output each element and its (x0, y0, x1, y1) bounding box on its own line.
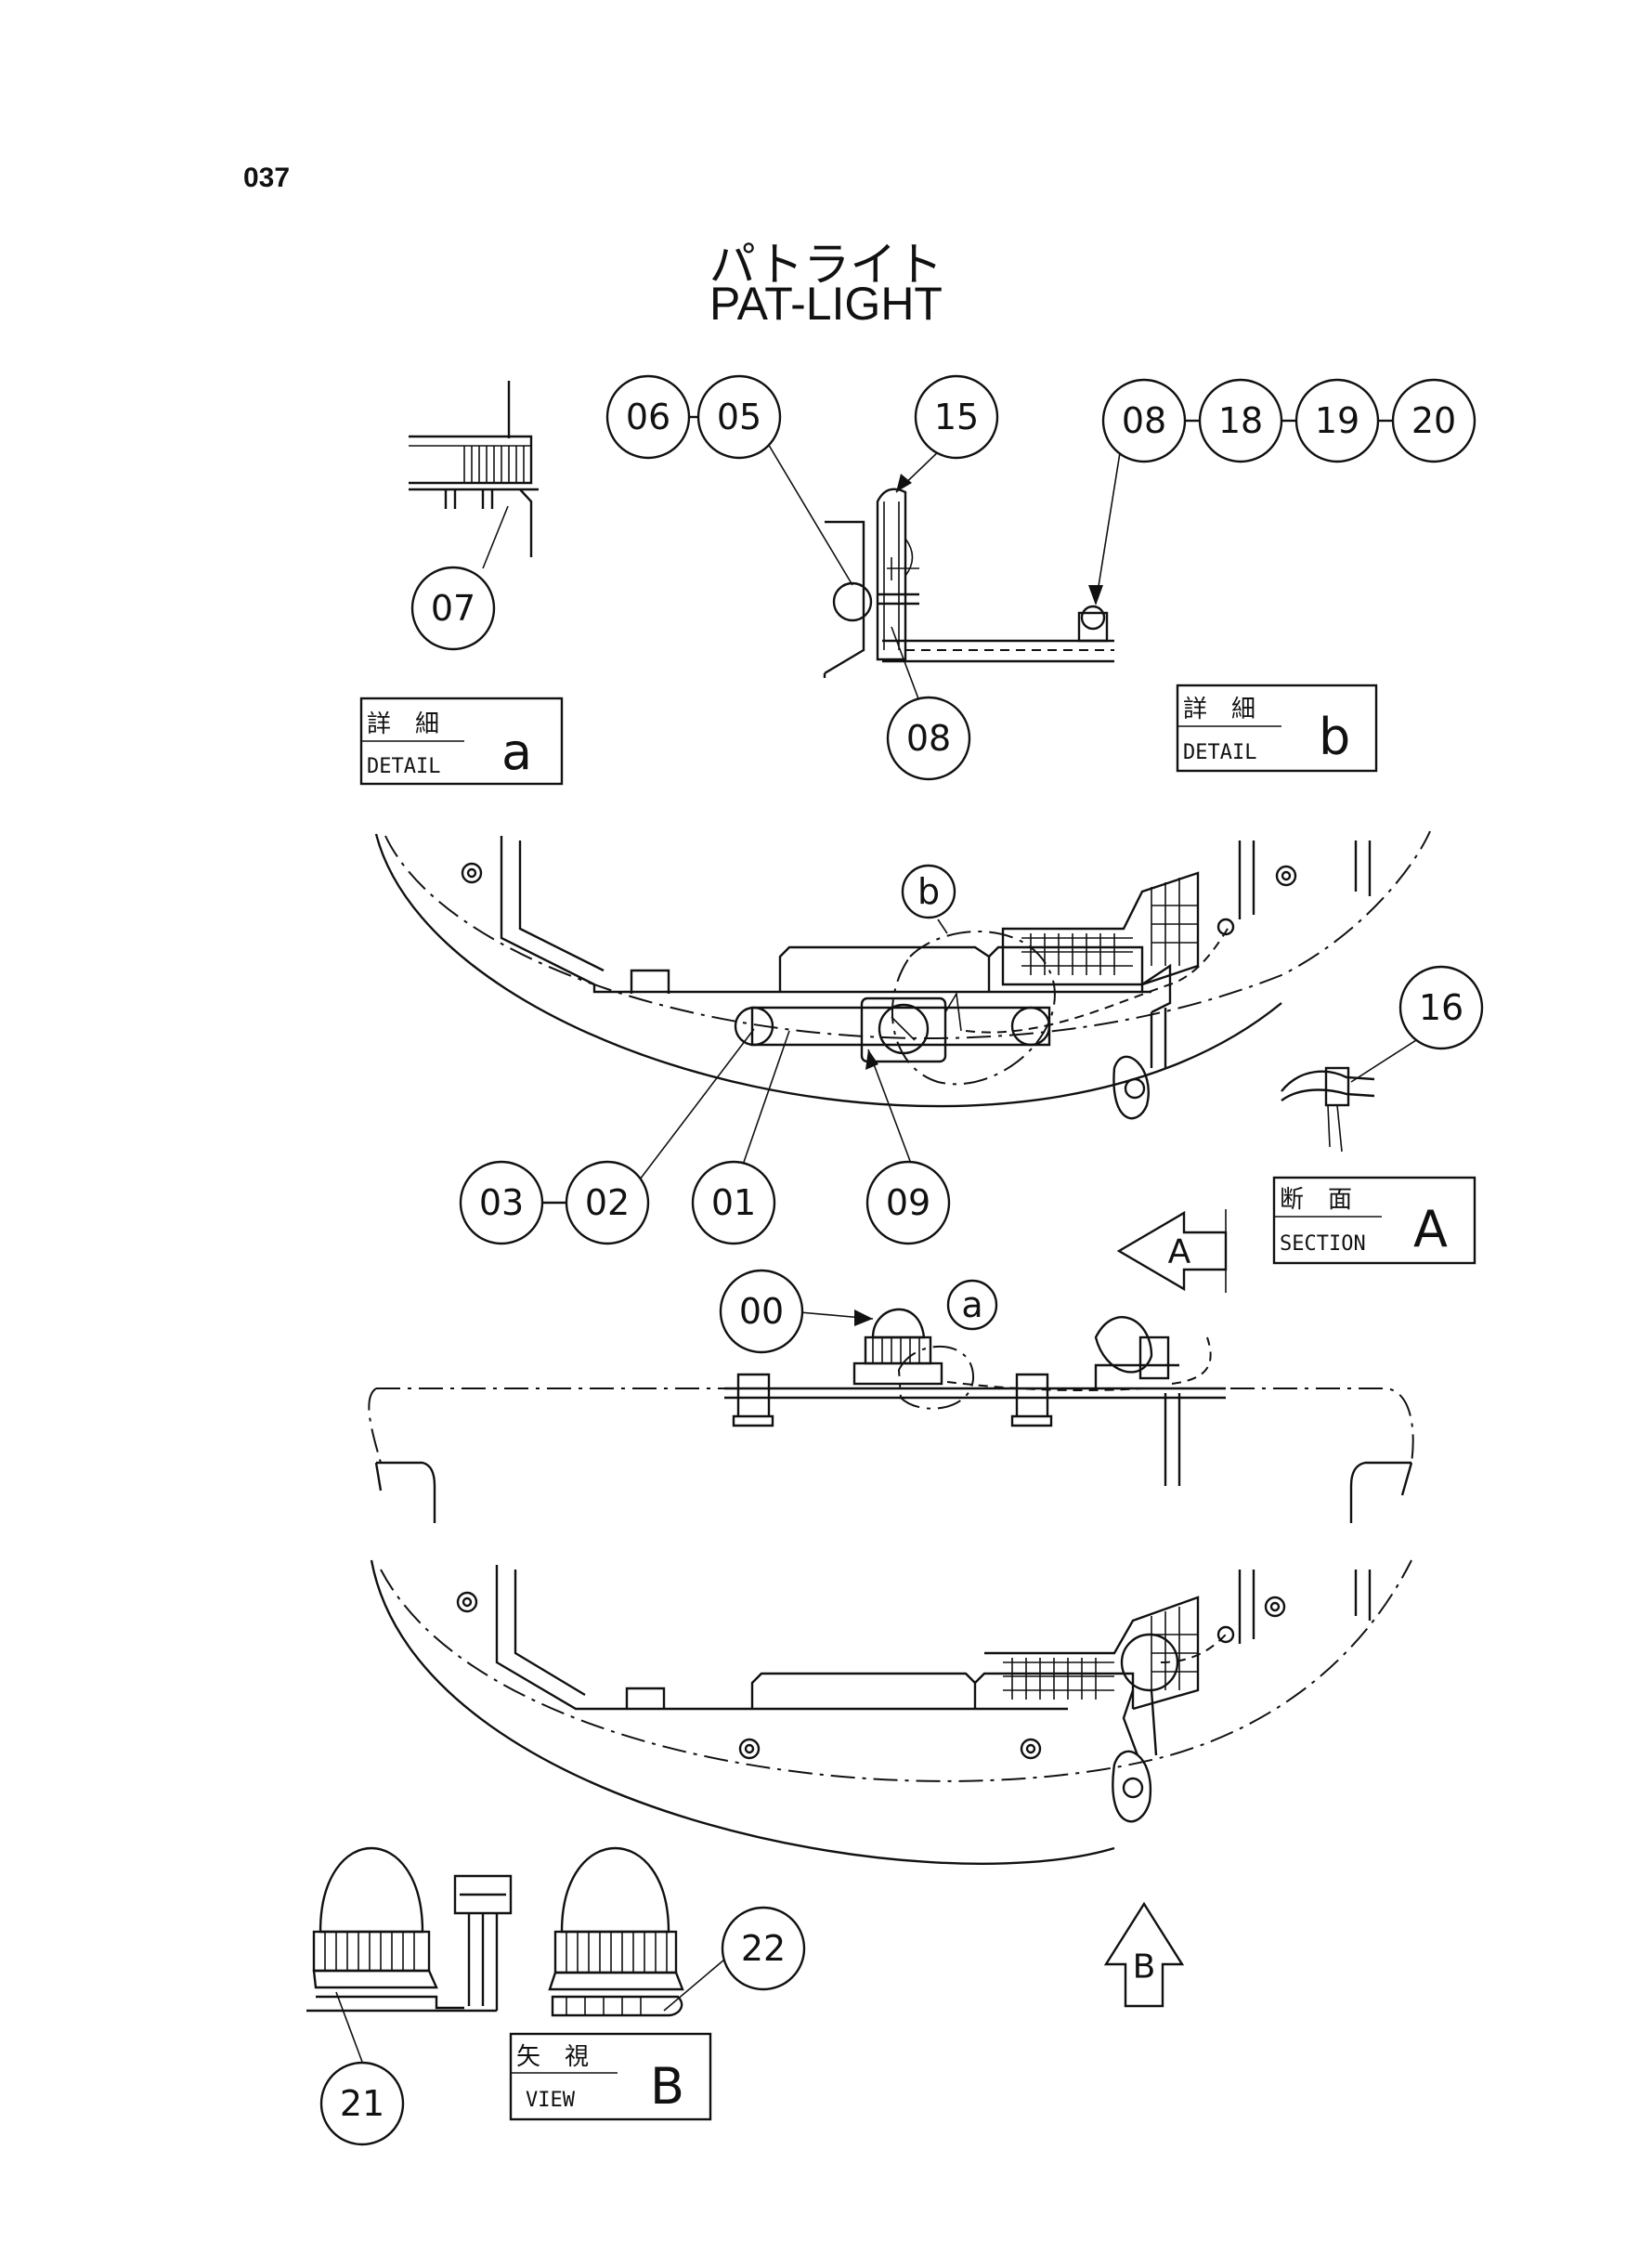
callout-16 (1398, 965, 1484, 1050)
callout-08-right-label: 08 (1122, 400, 1166, 441)
detail-b-en: DETAIL (1183, 741, 1256, 764)
cab-side-section (368, 1308, 1414, 1523)
title-english: PAT-LIGHT (709, 278, 943, 330)
cab-top-view-upper (374, 830, 1431, 1204)
view-b-en: VIEW (526, 2089, 576, 2112)
section-a-jp: 断 面 (1280, 1186, 1352, 1214)
clip-16-drawing (1281, 1039, 1417, 1153)
callout-08-top-label: 08 (906, 718, 951, 759)
callout-19-label: 19 (1315, 400, 1359, 441)
callout-02-label: 02 (585, 1182, 630, 1223)
view-b-jp: 矢 視 (516, 2043, 589, 2071)
callout-15 (914, 374, 999, 460)
section-a-en: SECTION (1280, 1232, 1366, 1256)
bracket-drawing-top (761, 432, 1123, 702)
page-number: 037 (243, 163, 291, 193)
callout-16-label: 16 (1419, 987, 1463, 1028)
callout-07 (410, 566, 496, 651)
view-marker-b-label: b (917, 871, 940, 912)
callout-08-top (886, 696, 971, 781)
callout-20-label: 20 (1411, 400, 1456, 441)
view-marker-b (901, 864, 956, 919)
callout-05-label: 05 (717, 397, 761, 437)
callout-18-label: 18 (1218, 400, 1263, 441)
arrow-a-label: A (1168, 1233, 1191, 1271)
arrow-a: A (1116, 1209, 1228, 1293)
callout-00-label: 00 (739, 1291, 784, 1332)
section-a-label-box: 断 面 SECTION A (1272, 1176, 1476, 1265)
view-b-label-box: 矢 視 VIEW B (509, 2032, 712, 2121)
cab-top-view-lower (370, 1559, 1412, 1865)
detail-b-label-box: 詳 細 DETAIL b (1176, 684, 1378, 773)
detail-a-label-box: 詳 細 DETAIL a (359, 697, 564, 786)
detail-a-drawing (409, 381, 539, 569)
detail-a-en: DETAIL (367, 755, 440, 778)
callout-09-label: 09 (886, 1182, 930, 1223)
callout-01 (691, 1160, 776, 1245)
section-a-letter: A (1413, 1200, 1448, 1258)
callout-00 (719, 1269, 804, 1354)
callout-05 (696, 374, 782, 460)
callout-02 (565, 1160, 650, 1245)
callout-15-label: 15 (934, 397, 979, 437)
view-marker-a-label: a (961, 1284, 982, 1325)
detail-a-letter: a (501, 723, 532, 781)
callout-21-label: 21 (340, 2083, 384, 2124)
callout-06-label: 06 (626, 397, 670, 437)
arrow-b: B (1103, 1901, 1185, 2008)
view-marker-a (946, 1279, 998, 1331)
callout-03-label: 03 (479, 1182, 524, 1223)
callout-22-label: 22 (741, 1928, 786, 1969)
callout-21 (319, 2061, 405, 2146)
title-japanese: パトライト (709, 239, 943, 291)
callout-22 (721, 1906, 806, 1991)
callout-01-label: 01 (711, 1182, 756, 1223)
view-b-letter: B (650, 2057, 684, 2116)
callout-07-label: 07 (431, 588, 475, 629)
callout-09 (865, 1160, 951, 1245)
detail-b-jp: 詳 細 (1183, 696, 1255, 723)
detail-b-letter: b (1319, 708, 1350, 766)
view-b-lamps (306, 1847, 725, 2063)
callout-20 (1391, 378, 1476, 463)
arrow-b-label: B (1133, 1948, 1156, 1987)
detail-a-jp: 詳 細 (367, 710, 439, 738)
